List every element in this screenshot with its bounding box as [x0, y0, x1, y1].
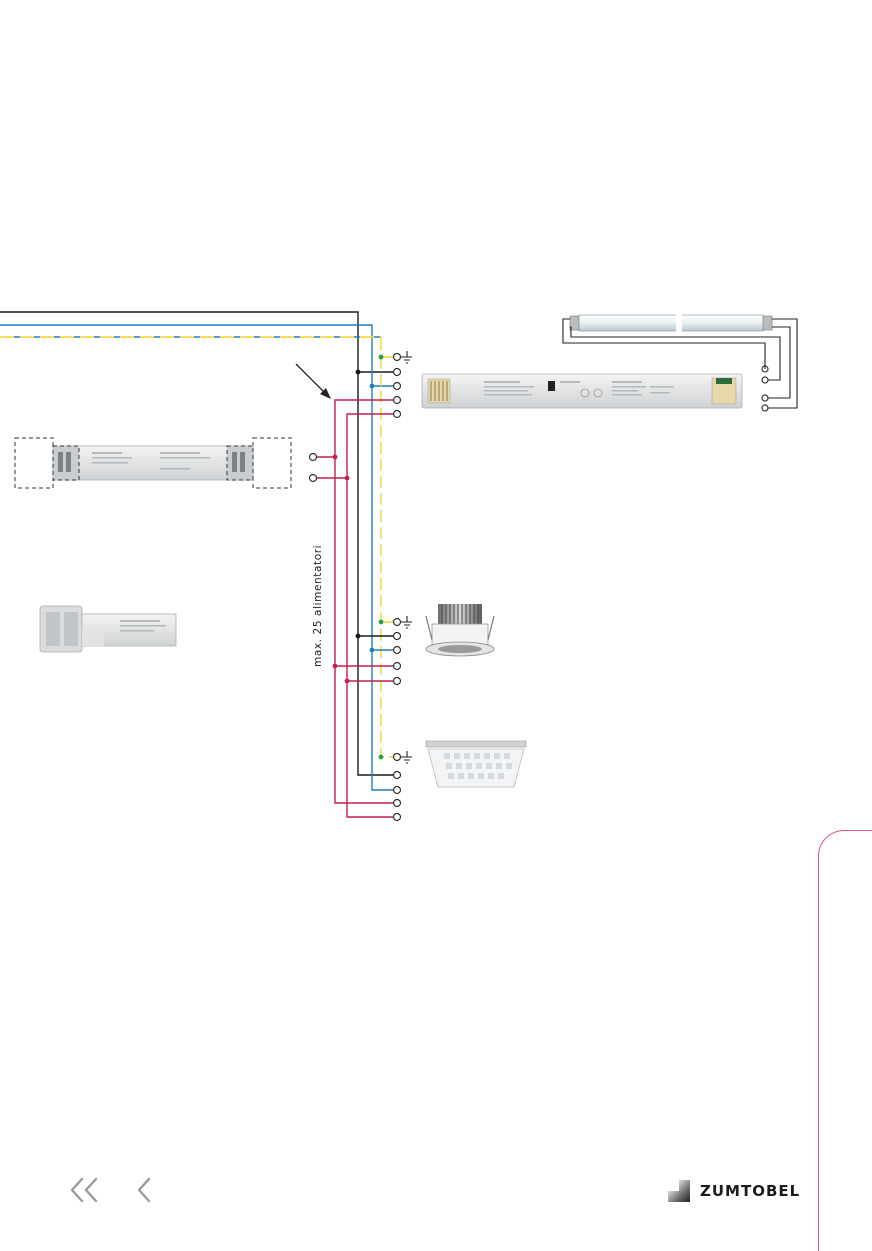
- neutral-wire: [0, 324, 395, 387]
- side-tab: [818, 830, 872, 1251]
- ceiling-panel-luminaire: [425, 740, 527, 788]
- chevron-left-icon: [137, 1177, 151, 1203]
- dali-1-trunk: [334, 399, 395, 804]
- double-chevron-left-icon: [70, 1177, 98, 1203]
- ballast-led-with-cable-clamps: [14, 437, 292, 489]
- live-trunk: [357, 372, 395, 776]
- branch-connections: [313, 456, 395, 682]
- neutral-trunk: [371, 386, 395, 791]
- ground-icon: [401, 751, 412, 764]
- ballast-fluorescent: [421, 373, 743, 409]
- earth-trunk: [380, 357, 395, 758]
- ballast-led-compact: [39, 605, 177, 653]
- bus-capacity-text: max. 25 alimentatori: [312, 544, 324, 667]
- junction-dots: [332, 354, 384, 760]
- earth-symbols: [401, 351, 412, 764]
- first-page-button[interactable]: [66, 1170, 106, 1210]
- terminals: [308, 352, 769, 822]
- downlight: [425, 604, 495, 657]
- live-wire: [0, 311, 395, 373]
- lamp-tube-t5: [562, 313, 798, 409]
- previous-page-button[interactable]: [128, 1170, 168, 1210]
- mains-wires: [0, 311, 395, 387]
- earth-wire: [0, 336, 395, 358]
- pointer-arrow: [295, 363, 331, 399]
- zumtobel-logo: ZUMTOBEL: [668, 1180, 800, 1202]
- dali-2-trunk: [346, 413, 395, 818]
- logo-text: ZUMTOBEL: [700, 1182, 801, 1200]
- ground-icon: [401, 616, 412, 629]
- vertical-trunks: [334, 357, 395, 818]
- ground-icon: [401, 351, 412, 364]
- logo-mark-icon: [668, 1180, 690, 1202]
